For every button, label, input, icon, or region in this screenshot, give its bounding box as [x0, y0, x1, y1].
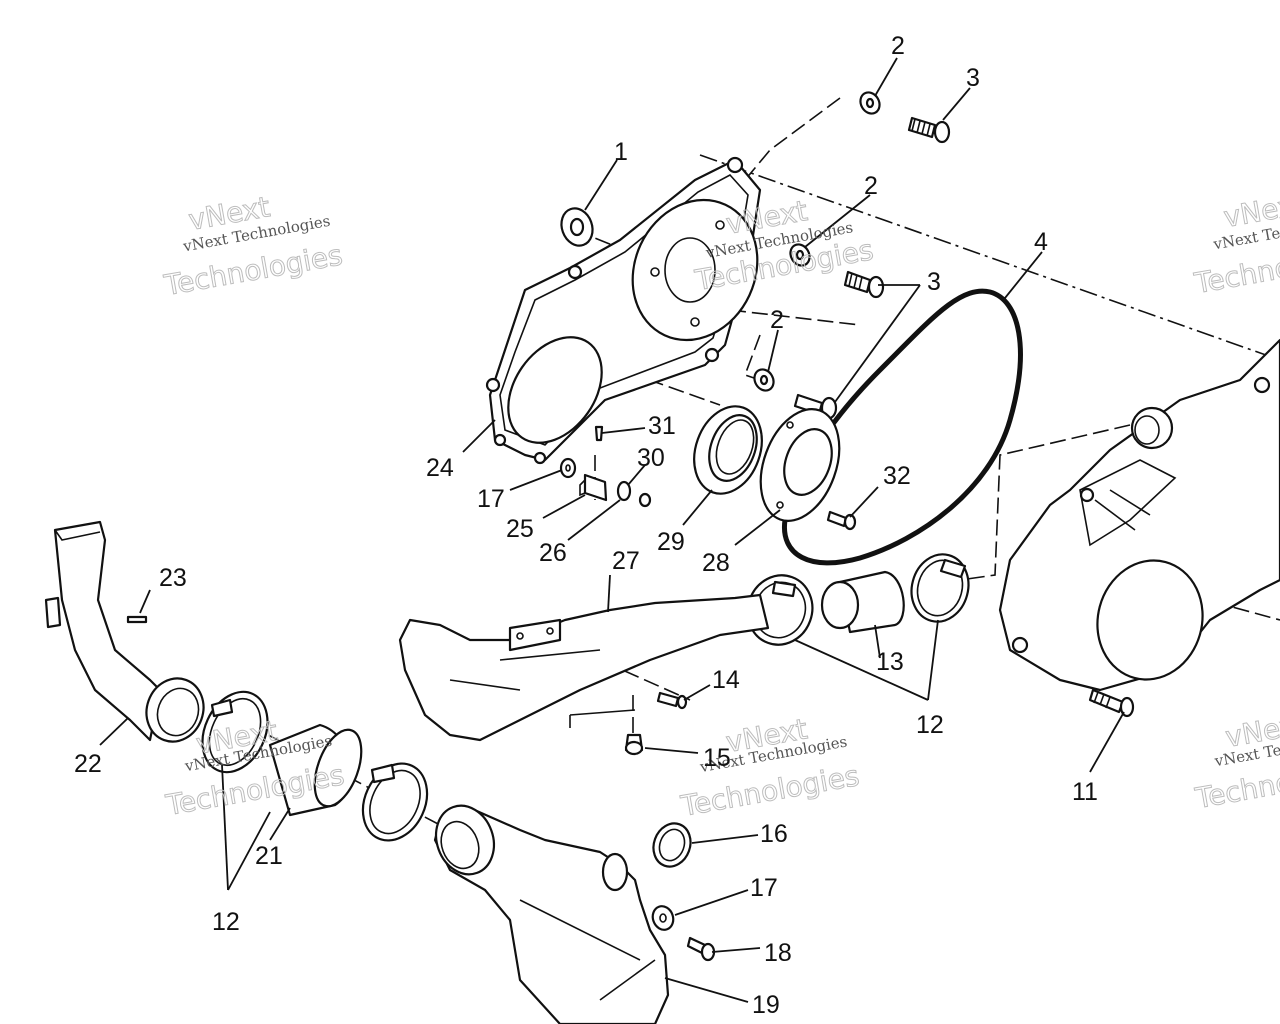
washer-part-2-low — [753, 368, 775, 392]
washer-part-17-upper — [559, 457, 577, 479]
screw-part-14 — [656, 691, 688, 710]
airbox-part-19 — [433, 804, 670, 1024]
fastener-part-30 — [616, 480, 652, 508]
callout-30: 30 — [637, 444, 665, 472]
bracket-part-25 — [579, 473, 608, 502]
pin-part-31 — [594, 425, 604, 442]
callout-32: 32 — [883, 462, 911, 490]
callout-3: 3 — [927, 268, 941, 296]
clip-nut-part-15 — [624, 733, 644, 756]
callout-19: 19 — [752, 991, 780, 1019]
callout-13: 13 — [876, 648, 904, 676]
washer-part-17-lower — [651, 905, 675, 931]
washer-part-1 — [560, 207, 594, 247]
screw-part-32 — [826, 510, 857, 531]
callout-28: 28 — [702, 549, 730, 577]
hose-clamp-part-12-upper-right — [910, 553, 970, 623]
hose-clamp-part-12-lower-left — [201, 690, 269, 774]
hose-part-21 — [268, 723, 363, 817]
watermark-top-left: vNext vNext Technologies Technologies — [161, 190, 346, 303]
callout-11: 11 — [1072, 778, 1098, 806]
clamp-part-16 — [652, 822, 692, 868]
bolt-part-11 — [1088, 688, 1135, 718]
callout-25: 25 — [506, 515, 534, 543]
pin-part-23 — [126, 615, 148, 624]
callout-24: 24 — [426, 454, 454, 482]
drive-belt-part-4 — [781, 288, 1023, 566]
watermark-top-right: vNext vNext Technologies Technologies — [1191, 187, 1280, 301]
washer-part-2-mid — [789, 243, 811, 267]
seal-part-29 — [693, 405, 763, 495]
duct-part-22 — [44, 520, 205, 743]
callout-17: 17 — [750, 874, 778, 902]
callout-17: 17 — [477, 485, 505, 513]
watermark-bottom-right: vNext vNext Technologies Technologies — [1192, 707, 1280, 816]
callout-31: 31 — [648, 412, 676, 440]
callout-labels: 1 2 3 2 3 2 4 31 24 17 30 25 26 29 28 32… — [74, 32, 1098, 1019]
screw-part-18 — [686, 936, 716, 962]
washer-part-2-top — [859, 91, 881, 115]
bolt-part-3-top — [907, 116, 951, 144]
callout-29: 29 — [657, 528, 685, 556]
hose-part-13 — [820, 570, 905, 634]
bolt-part-3-mid — [843, 270, 885, 299]
bearing-plate-part-28 — [759, 408, 841, 522]
callout-23: 23 — [159, 564, 187, 592]
callout-1: 1 — [614, 138, 628, 166]
callout-14: 14 — [712, 666, 740, 694]
callout-4: 4 — [1034, 228, 1048, 256]
callout-15: 15 — [703, 744, 731, 772]
callout-22: 22 — [74, 750, 102, 778]
callout-18: 18 — [764, 939, 792, 967]
leader-lines — [99, 57, 1125, 1003]
callout-27: 27 — [612, 547, 640, 575]
hose-clamp-part-12-lower-right — [361, 762, 429, 842]
outer-cover-part-11 — [998, 338, 1280, 692]
callout-3: 3 — [966, 64, 980, 92]
callout-2: 2 — [891, 32, 905, 60]
callout-12: 12 — [212, 908, 240, 936]
intake-duct-part-27 — [398, 593, 770, 742]
inner-cover-part-24 — [485, 156, 762, 465]
callout-12: 12 — [916, 711, 944, 739]
callout-21: 21 — [255, 842, 283, 870]
watermark-bottom-center: vNext vNext Technologies Technologies — [677, 712, 862, 824]
callout-2: 2 — [864, 172, 878, 200]
callout-2: 2 — [770, 306, 784, 334]
callout-16: 16 — [760, 820, 788, 848]
callout-26: 26 — [539, 539, 567, 567]
